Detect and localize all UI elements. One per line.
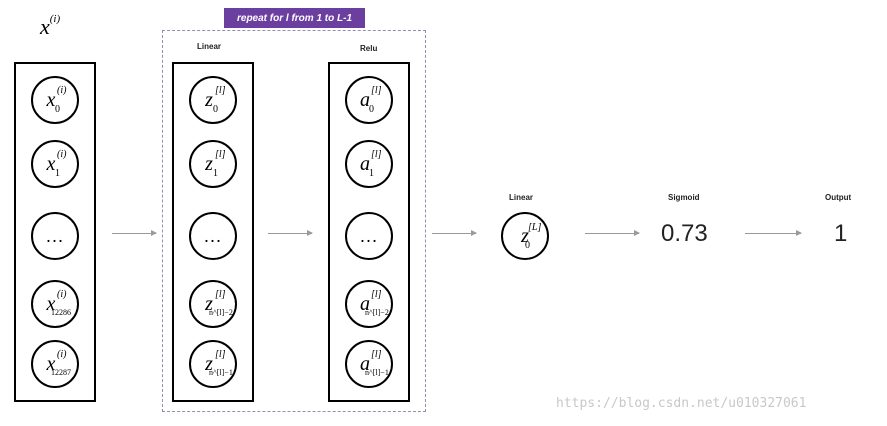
linear-node-4: z[l] n^[l]−1 — [189, 340, 237, 388]
arrow-linear-to-relu — [268, 230, 313, 236]
relu-node-2: … — [345, 212, 393, 260]
linear-node-superscript: [l] — [215, 289, 226, 300]
input-node-subscript: 1 — [55, 168, 60, 179]
input-node-3: x(i) 12286 — [31, 280, 79, 328]
input-title: x(i) — [40, 12, 61, 39]
relu-node-superscript: [l] — [371, 289, 382, 300]
linear-node-subscript: n^[l]−1 — [209, 368, 233, 377]
arrow-final-to-sigmoid — [585, 230, 640, 236]
relu-node-subscript: 0 — [369, 104, 374, 115]
input-node-superscript: (i) — [57, 349, 67, 360]
linear-node-subscript: n^[l]−2 — [209, 308, 233, 317]
sigmoid-label: Sigmoid — [668, 193, 700, 202]
linear-node-2: … — [189, 212, 237, 260]
input-node-0: x(i) 0 — [31, 76, 79, 124]
relu-node-symbol: a — [360, 89, 370, 111]
linear-node-3: z[l] n^[l]−2 — [189, 280, 237, 328]
input-node-symbol: x — [46, 353, 56, 375]
arrow-sigmoid-to-output — [745, 230, 802, 236]
linear-ellipsis: … — [203, 226, 223, 246]
relu-node-symbol: a — [360, 353, 370, 375]
linear-block-label: Linear — [197, 42, 222, 51]
linear-node-symbol: z — [205, 353, 213, 375]
relu-node-0: a[l] 0 — [345, 76, 393, 124]
input-node-subscript: 12287 — [51, 368, 71, 377]
input-node-superscript: (i) — [57, 149, 67, 160]
relu-node-subscript: 1 — [369, 168, 374, 179]
relu-node-superscript: [l] — [371, 349, 382, 360]
linear-node-superscript: [l] — [215, 349, 226, 360]
linear-node-1: z[l] 1 — [189, 140, 237, 188]
input-node-4: x(i) 12287 — [31, 340, 79, 388]
final-linear-label: Linear — [509, 193, 534, 202]
relu-node-superscript: [l] — [371, 85, 382, 96]
linear-node-superscript: [l] — [215, 149, 226, 160]
sigmoid-value: 0.73 — [661, 220, 708, 247]
linear-node-superscript: [l] — [215, 85, 226, 96]
linear-node-symbol: z — [205, 293, 213, 315]
output-value: 1 — [834, 220, 848, 247]
relu-block-label: Relu — [360, 44, 378, 53]
input-node-symbol: x — [46, 153, 56, 175]
arrow-input-to-linear — [112, 230, 157, 236]
repeat-label: repeat for l from 1 to L-1 — [224, 8, 365, 28]
output-label: Output — [825, 193, 852, 202]
input-ellipsis: … — [45, 226, 65, 246]
input-node-subscript: 12286 — [51, 308, 71, 317]
linear-node-0: z[l] 0 — [189, 76, 237, 124]
input-node-superscript: (i) — [57, 289, 67, 300]
input-node-symbol: x — [46, 293, 56, 315]
input-node-1: x(i) 1 — [31, 140, 79, 188]
input-node-superscript: (i) — [57, 85, 67, 96]
arrow-relu-to-final — [432, 230, 477, 236]
relu-node-3: a[l] n^[l]−2 — [345, 280, 393, 328]
relu-node-superscript: [l] — [371, 149, 382, 160]
linear-node-symbol: z — [205, 153, 213, 175]
repeat-frame — [162, 30, 426, 412]
watermark: https://blog.csdn.net/u010327061 — [556, 396, 807, 411]
input-node-2: … — [31, 212, 79, 260]
linear-node-symbol: z — [205, 89, 213, 111]
relu-node-symbol: a — [360, 153, 370, 175]
relu-node-subscript: n^[l]−2 — [365, 308, 389, 317]
relu-node-symbol: a — [360, 293, 370, 315]
linear-node-subscript: 0 — [213, 104, 218, 115]
relu-node-4: a[l] n^[l]−1 — [345, 340, 393, 388]
input-node-symbol: x — [46, 89, 56, 111]
final-linear-node: z [L] 0 — [501, 212, 549, 260]
relu-node-1: a[l] 1 — [345, 140, 393, 188]
relu-node-subscript: n^[l]−1 — [365, 368, 389, 377]
relu-ellipsis: … — [359, 226, 379, 246]
linear-node-subscript: 1 — [213, 168, 218, 179]
input-node-subscript: 0 — [55, 104, 60, 115]
